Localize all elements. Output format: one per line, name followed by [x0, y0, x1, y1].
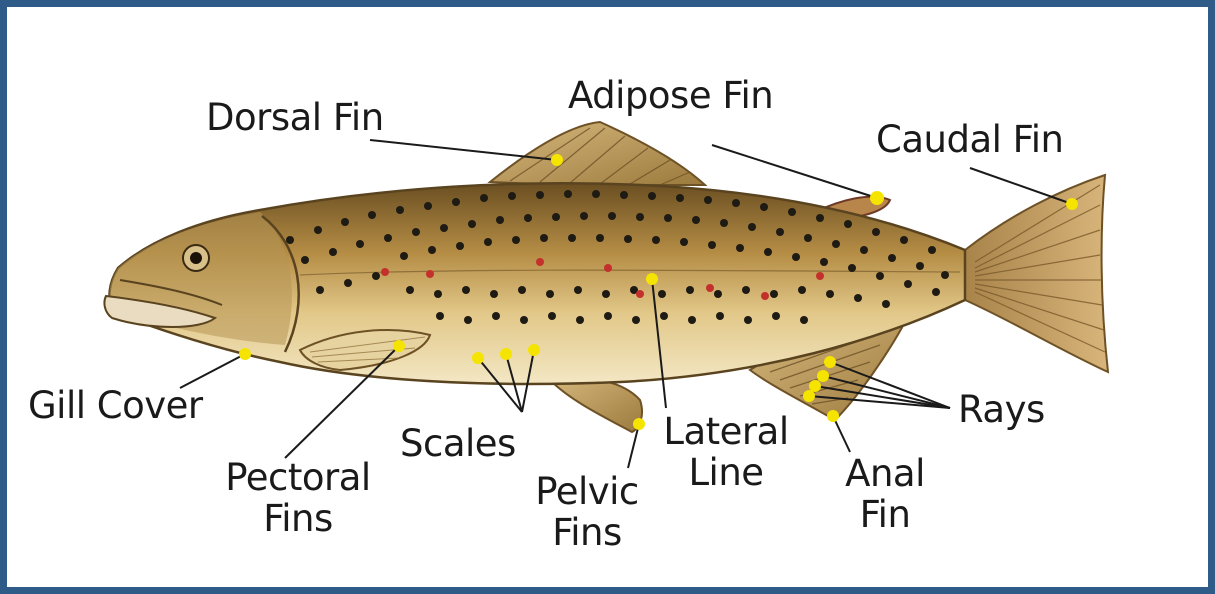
- anal-fin-label-line2: Fin: [830, 495, 940, 536]
- lateral-line-label-line2: Line: [660, 453, 792, 494]
- gill-cover-marker: [239, 348, 251, 360]
- anal-fin-marker: [827, 410, 839, 422]
- pelvic-fins-marker: [633, 418, 645, 430]
- adipose-fin-label: Adipose Fin: [568, 76, 773, 117]
- rays-marker-3: [809, 380, 821, 392]
- caudal-fin-marker: [1066, 198, 1078, 210]
- adipose-fin-leader: [712, 145, 877, 198]
- pelvic-fin-shape: [550, 378, 642, 432]
- scales-marker-1: [472, 352, 484, 364]
- dorsal-fin-label: Dorsal Fin: [206, 98, 384, 139]
- lateral-line-label: Lateral Line: [660, 412, 792, 493]
- rays-marker-2: [817, 370, 829, 382]
- lateral-line-marker: [646, 273, 658, 285]
- pectoral-fins-marker: [393, 340, 405, 352]
- lateral-line-label-line1: Lateral: [660, 412, 792, 453]
- gill-cover-label: Gill Cover: [28, 386, 203, 427]
- pelvic-fins-label: Pelvic Fins: [532, 472, 642, 553]
- pectoral-fins-label-line2: Fins: [218, 499, 378, 540]
- dorsal-fin-marker: [551, 154, 563, 166]
- scales-label: Scales: [400, 424, 516, 465]
- dorsal-fin-shape: [490, 122, 705, 185]
- caudal-fin-label: Caudal Fin: [876, 120, 1063, 161]
- anal-fin-label-line1: Anal: [830, 454, 940, 495]
- scales-marker-3: [528, 344, 540, 356]
- gill-cover-leader: [180, 354, 245, 388]
- rays-marker-4: [803, 390, 815, 402]
- anal-fin-label: Anal Fin: [830, 454, 940, 535]
- dorsal-fin-leader: [370, 140, 557, 160]
- pelvic-fins-label-line1: Pelvic: [532, 472, 642, 513]
- adipose-fin-marker: [870, 191, 884, 205]
- pectoral-fins-label-line1: Pectoral: [218, 458, 378, 499]
- pectoral-fins-label: Pectoral Fins: [218, 458, 378, 539]
- rays-label: Rays: [958, 390, 1045, 431]
- caudal-fin-leader: [970, 168, 1072, 204]
- rays-marker-1: [824, 356, 836, 368]
- scales-marker-2: [500, 348, 512, 360]
- pelvic-fins-label-line2: Fins: [532, 513, 642, 554]
